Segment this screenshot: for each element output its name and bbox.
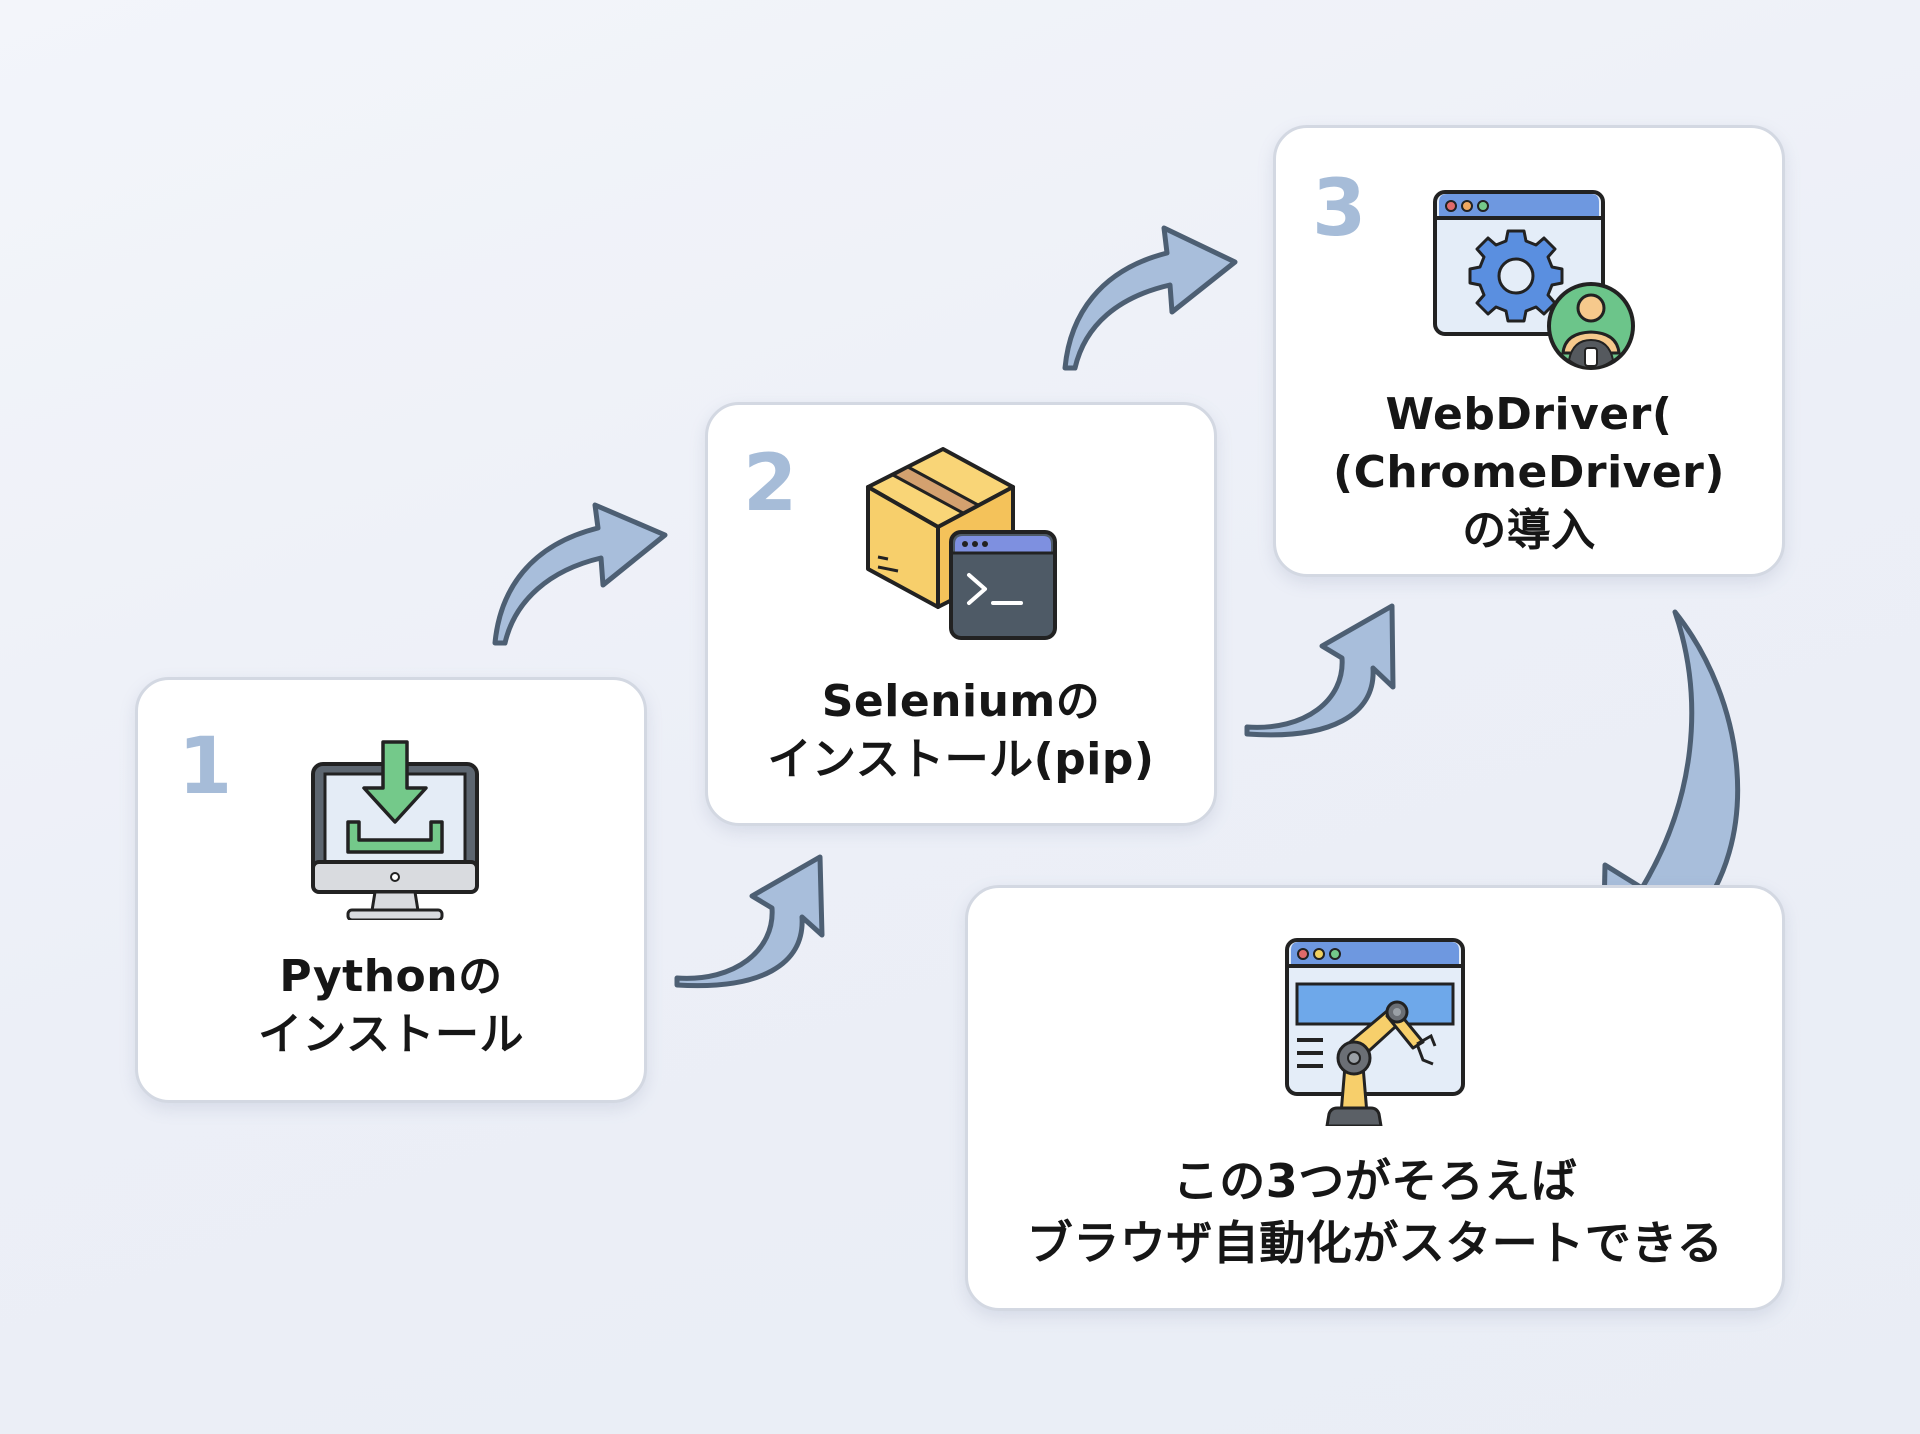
arrow-step1-to-step2-upper: [492, 502, 668, 646]
label-line: Pythonの: [279, 951, 503, 1002]
arrow-step2-to-step3-upper: [1062, 225, 1238, 371]
label-line: インストール: [257, 1009, 525, 1060]
step-card-2: 2 Seleniumの インストール(pip): [705, 402, 1217, 826]
step-label: Pythonの インストール: [138, 948, 644, 1064]
browser-robot-arm-icon: [1285, 938, 1465, 1126]
step-card-3: 3 WebDriver( (ChromeDriver) の導入: [1273, 125, 1785, 577]
label-line: ブラウザ自動化がスタートできる: [1026, 1216, 1724, 1270]
arrow-step2-to-step3-lower: [1244, 603, 1396, 738]
label-line: Seleniumの: [821, 676, 1101, 727]
computer-download-icon: [311, 740, 479, 920]
label-line: WebDriver(: [1385, 389, 1673, 440]
label-line: の導入: [1462, 505, 1596, 556]
step-label: Seleniumの インストール(pip): [708, 673, 1214, 789]
gear-icon: [1468, 229, 1564, 323]
step-label: WebDriver( (ChromeDriver) の導入: [1276, 386, 1782, 560]
arrow-step1-to-step2-lower: [674, 854, 825, 989]
result-card: この3つがそろえば ブラウザ自動化がスタートできる: [965, 885, 1785, 1311]
step-number: 1: [178, 722, 233, 812]
step-card-1: 1 Pythonの インストール: [135, 677, 647, 1103]
label-line: インストール(pip): [767, 734, 1155, 785]
step-number: 3: [1312, 164, 1367, 254]
result-label: この3つがそろえば ブラウザ自動化がスタートできる: [968, 1150, 1782, 1274]
step-number: 2: [743, 439, 798, 529]
label-line: この3つがそろえば: [1172, 1154, 1578, 1208]
label-line: (ChromeDriver): [1333, 447, 1725, 498]
user-avatar-icon: [1547, 282, 1635, 370]
browser-gear-user-icon: [1433, 190, 1635, 370]
package-terminal-icon: [866, 447, 1057, 640]
